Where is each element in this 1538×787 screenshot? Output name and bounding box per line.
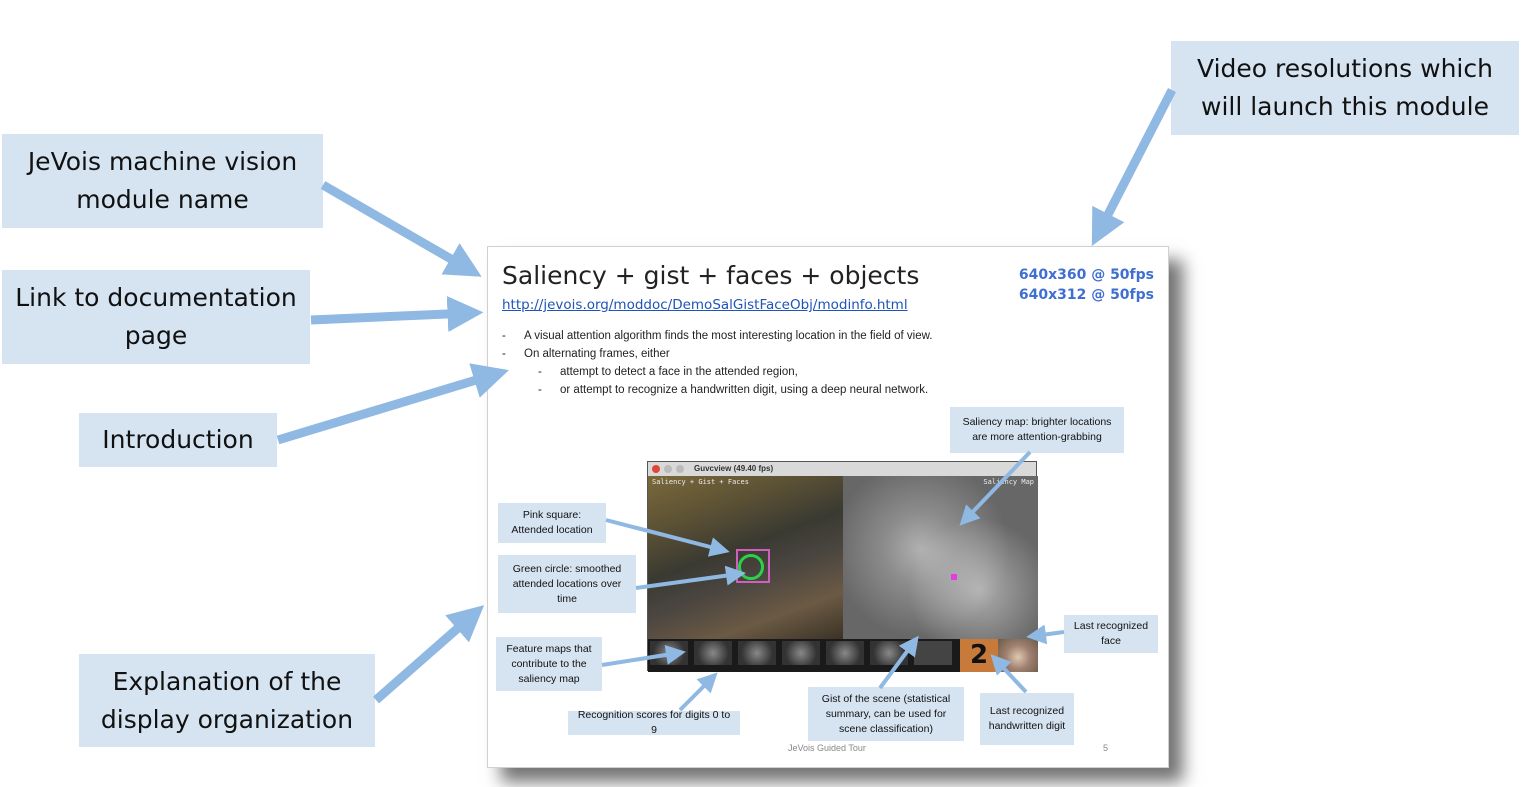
camera-label: Saliency + Gist + Faces [652, 478, 749, 486]
callout-intro: Introduction [79, 413, 277, 467]
callout-saliency-map: Saliency map: brighter locations are mor… [950, 407, 1124, 453]
feature-map [694, 641, 732, 665]
recognized-face [998, 639, 1038, 672]
callout-recognition-text: Recognition scores for digits 0 to 9 [577, 709, 731, 736]
callout-intro-text: Introduction [102, 425, 254, 454]
feature-map [782, 641, 820, 665]
maximize-icon [676, 465, 684, 473]
smoothed-circle [738, 554, 764, 580]
recognized-digit: 2 [960, 639, 998, 672]
display-screenshot: Guvcview (49.40 fps) Saliency + Gist + F… [647, 461, 1038, 672]
sub-bullet-item: or attempt to recognize a handwritten di… [502, 381, 932, 399]
feature-map [738, 641, 776, 665]
callout-feature-maps-text: Feature maps that contribute to the sali… [506, 642, 592, 685]
window-title: Guvcview (49.40 fps) [694, 464, 774, 473]
gist-map [914, 641, 952, 665]
intro-bullets: A visual attention algorithm finds the m… [502, 327, 932, 399]
callout-green-circle-text: Green circle: smoothed attended location… [512, 562, 622, 605]
feature-map [826, 641, 864, 665]
callout-last-digit-text: Last recognized handwritten digit [988, 705, 1066, 732]
arrow-link [310, 296, 484, 332]
arrow-intro [276, 363, 509, 445]
resolution-list: 640x360 @ 50fps 640x312 @ 50fps [1019, 265, 1154, 305]
callout-gist: Gist of the scene (statistical summary, … [808, 687, 964, 741]
callout-recognition: Recognition scores for digits 0 to 9 [568, 709, 740, 736]
slide-footer: JeVois Guided Tour [788, 743, 866, 753]
sub-bullet-item: attempt to detect a face in the attended… [502, 363, 932, 381]
callout-module-name: JeVois machine vision module name [2, 134, 323, 228]
slide-page-number: 5 [1102, 743, 1108, 753]
callout-display-text: Explanation of the display organization [100, 666, 354, 734]
callout-last-digit: Last recognized handwritten digit [980, 693, 1074, 745]
callout-pink-square-text: Pink square: Attended location [511, 509, 593, 536]
arrow-module-name [320, 181, 482, 277]
bullet-item: A visual attention algorithm finds the m… [502, 327, 932, 345]
feature-map [870, 641, 908, 665]
callout-link: Link to documentation page [2, 270, 310, 364]
callout-feature-maps: Feature maps that contribute to the sali… [496, 637, 602, 691]
resolution-item: 640x360 @ 50fps [1018, 267, 1154, 283]
callout-last-face: Last recognized face [1064, 615, 1158, 653]
callout-resolutions-text: Video resolutions which will launch this… [1197, 54, 1493, 121]
saliency-label: Saliency Map [983, 478, 1034, 486]
slide: Saliency + gist + faces + objects http:/… [487, 246, 1169, 768]
saliency-marker [951, 574, 957, 580]
slide-title: Saliency + gist + faces + objects [502, 261, 920, 290]
saliency-map: Saliency Map [843, 476, 1038, 639]
callout-module-name-text: JeVois machine vision module name [27, 147, 298, 214]
arrow-display [373, 605, 485, 704]
callout-green-circle: Green circle: smoothed attended location… [498, 555, 636, 613]
arrow-resolutions [1091, 87, 1177, 247]
callout-gist-text: Gist of the scene (statistical summary, … [821, 692, 951, 735]
feature-map [650, 641, 688, 665]
resolution-item: 640x312 @ 50fps [1018, 287, 1154, 303]
documentation-link[interactable]: http://jevois.org/moddoc/DemoSalGistFace… [502, 297, 908, 313]
minimize-icon [664, 465, 672, 473]
callout-link-text: Link to documentation page [15, 283, 297, 350]
callout-pink-square: Pink square: Attended location [498, 503, 606, 543]
callout-resolutions: Video resolutions which will launch this… [1171, 41, 1519, 135]
bullet-item: On alternating frames, either [502, 345, 932, 363]
window-titlebar: Guvcview (49.40 fps) [648, 462, 1036, 476]
callout-last-face-text: Last recognized face [1073, 620, 1149, 647]
close-icon [652, 465, 660, 473]
camera-view: Saliency + Gist + Faces [648, 476, 843, 639]
feature-maps-strip [648, 639, 960, 672]
callout-saliency-map-text: Saliency map: brighter locations are mor… [962, 416, 1112, 443]
callout-display: Explanation of the display organization [79, 654, 375, 747]
